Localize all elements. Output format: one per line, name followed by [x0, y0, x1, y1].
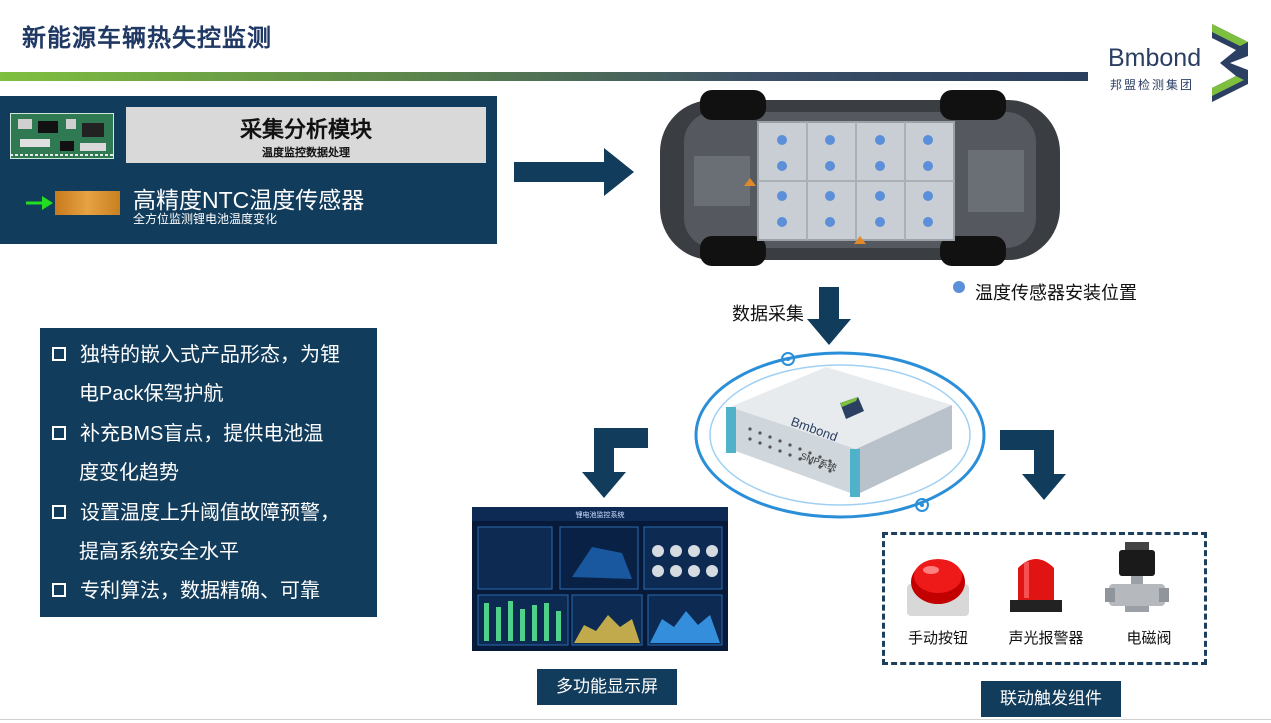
car-chassis-image: [660, 90, 1060, 266]
green-arrow-icon: [26, 196, 53, 210]
logo-name: Bmbond: [1108, 44, 1202, 72]
red-button-icon: [907, 559, 969, 616]
data-collection-label: 数据采集: [732, 304, 804, 324]
flow-arrow-down-right: [1000, 430, 1066, 500]
flow-arrow-down: [807, 287, 851, 345]
footer-divider: [0, 719, 1271, 720]
flow-arrow-right: [514, 148, 634, 196]
display-label: 多功能显示屏: [537, 669, 677, 705]
linkage-components-box: [882, 532, 1207, 665]
sensor-title: 高精度NTC温度传感器: [133, 187, 365, 213]
feature-item: 独特的嵌入式产品形态，为锂 电Pack保驾护航: [52, 336, 340, 414]
feature-item: 专利算法，数据精确、可靠: [52, 572, 320, 611]
sensor-subtitle: 全方位监测锂电池温度变化: [133, 212, 278, 226]
sensor-location-label: 温度传感器安装位置: [975, 283, 1137, 303]
features-panel: [40, 328, 377, 617]
component-label-alarm: 声光报警器: [1008, 630, 1084, 647]
checkbox-square-icon: [52, 504, 66, 519]
component-label-valve: 电磁阀: [1126, 630, 1172, 647]
feature-item: 补充BMS盲点，提供电池温 度变化趋势: [52, 415, 323, 493]
ntc-sensor-strip-icon: [55, 191, 120, 215]
module-subtitle: 温度监控数据处理: [262, 147, 350, 159]
component-label-manual-button: 手动按钮: [907, 630, 968, 647]
flow-arrow-down-left: [582, 428, 648, 498]
sensor-dot-icon: [953, 281, 965, 293]
page-title: 新能源车辆热失控监测: [22, 25, 272, 52]
monitoring-display-image: 锂电池监控系统: [472, 507, 728, 651]
display-screen-title: 锂电池监控系统: [576, 510, 625, 519]
linkage-label: 联动触发组件: [981, 681, 1121, 717]
logo-mark-icon: [1212, 24, 1248, 102]
checkbox-square-icon: [52, 425, 66, 440]
alarm-light-icon: [1010, 559, 1062, 612]
feature-item: 设置温度上升阈值故障预警， 提高系统安全水平: [52, 494, 340, 572]
checkbox-square-icon: [52, 582, 66, 597]
circuit-board-icon: [10, 113, 114, 159]
checkbox-square-icon: [52, 346, 66, 361]
header-divider: [0, 72, 1088, 81]
solenoid-valve-icon: [1105, 542, 1169, 612]
module-title-box: [126, 107, 486, 163]
module-title: 采集分析模块: [239, 117, 372, 142]
smp-device-image: Bmbond: [694, 351, 986, 519]
logo-subtitle: 邦盟检测集团: [1110, 78, 1195, 92]
